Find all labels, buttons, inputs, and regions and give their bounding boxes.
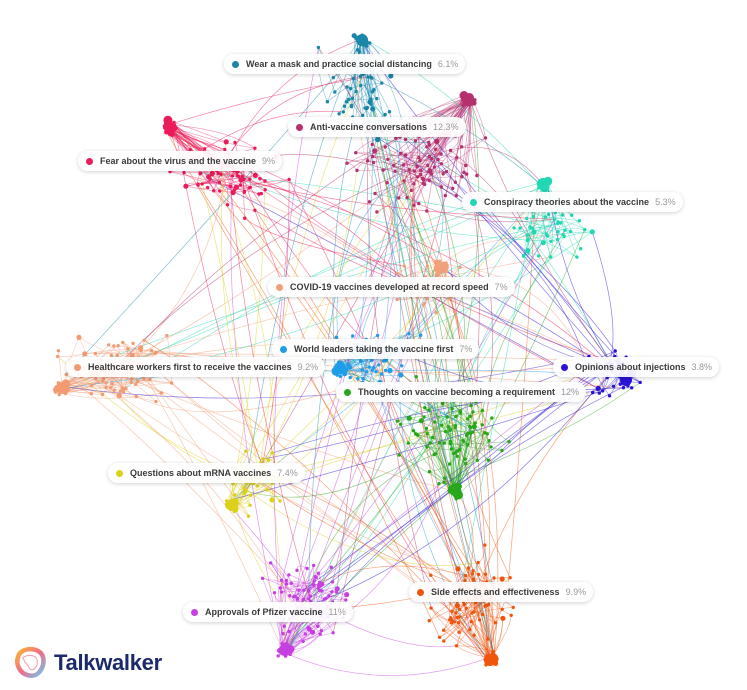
cluster-name: Anti-vaccine conversations — [310, 122, 428, 132]
cluster-color-dot-icon — [191, 608, 198, 616]
cluster-color-dot-icon — [417, 588, 424, 596]
cluster-name: Opinions about injections — [575, 362, 686, 372]
cluster-color-dot-icon — [344, 388, 351, 396]
cluster-name: Conspiracy theories about the vaccine — [484, 197, 650, 207]
cluster-name: Healthcare workers first to receive the … — [88, 362, 292, 372]
cluster-label-fear[interactable]: Fear about the virus and the vaccine 9% — [78, 151, 283, 171]
cluster-name: Questions about mRNA vaccines — [130, 468, 272, 478]
cluster-share: 9.2% — [297, 362, 319, 372]
cluster-color-dot-icon — [74, 363, 81, 371]
cluster-label-healthcare[interactable]: Healthcare workers first to receive the … — [66, 357, 326, 377]
cluster-label-record[interactable]: COVID-19 vaccines developed at record sp… — [268, 277, 515, 297]
cluster-share: 11% — [328, 607, 346, 617]
cluster-color-dot-icon — [116, 469, 123, 477]
cluster-color-dot-icon — [276, 283, 283, 291]
cluster-share: 12% — [561, 387, 580, 397]
cluster-color-dot-icon — [280, 345, 287, 353]
talkwalker-swirl-logo-icon — [15, 646, 46, 678]
cluster-share: 9.9% — [565, 587, 587, 597]
cluster-label-anti[interactable]: Anti-vaccine conversations 12.3% — [288, 117, 466, 137]
brand-name: Talkwalker — [54, 650, 162, 675]
cluster-name: Side effects and effectiveness — [431, 587, 560, 597]
cluster-share: 9% — [262, 156, 276, 166]
cluster-name: COVID-19 vaccines developed at record sp… — [290, 282, 489, 292]
cluster-color-dot-icon — [296, 123, 303, 131]
talkwalker-logo: Talkwalker — [12, 645, 162, 681]
cluster-name: World leaders taking the vaccine first — [294, 344, 454, 354]
cluster-share: 12.3% — [433, 122, 459, 132]
cluster-name: Approvals of Pfizer vaccine — [205, 607, 323, 617]
cluster-label-leaders[interactable]: World leaders taking the vaccine first 7% — [272, 339, 480, 359]
cluster-label-mask[interactable]: Wear a mask and practice social distanci… — [224, 54, 466, 74]
cluster-share: 7.4% — [277, 468, 298, 478]
cluster-label-injections[interactable]: Opinions about injections 3.8% — [553, 357, 720, 377]
cluster-color-dot-icon — [470, 198, 477, 206]
cluster-label-side[interactable]: Side effects and effectiveness 9.9% — [409, 582, 594, 602]
cluster-color-dot-icon — [86, 157, 93, 165]
cluster-label-requirement[interactable]: Thoughts on vaccine becoming a requireme… — [336, 382, 587, 402]
cluster-share: 7% — [494, 282, 508, 292]
cluster-label-mrna[interactable]: Questions about mRNA vaccines 7.4% — [108, 463, 305, 483]
cluster-color-dot-icon — [561, 363, 568, 371]
cluster-name: Wear a mask and practice social distanci… — [246, 59, 432, 69]
cluster-share: 5.3% — [655, 197, 676, 207]
cluster-label-conspiracy[interactable]: Conspiracy theories about the vaccine 5.3… — [462, 192, 683, 212]
cluster-share: 3.8% — [691, 362, 713, 372]
cluster-label-pfizer[interactable]: Approvals of Pfizer vaccine 11% — [183, 602, 353, 622]
cluster-share: 6.1% — [437, 59, 459, 69]
cluster-share: 7% — [459, 344, 473, 354]
cluster-name: Fear about the virus and the vaccine — [100, 156, 257, 166]
cluster-color-dot-icon — [232, 60, 239, 68]
cluster-name: Thoughts on vaccine becoming a requireme… — [358, 387, 556, 397]
